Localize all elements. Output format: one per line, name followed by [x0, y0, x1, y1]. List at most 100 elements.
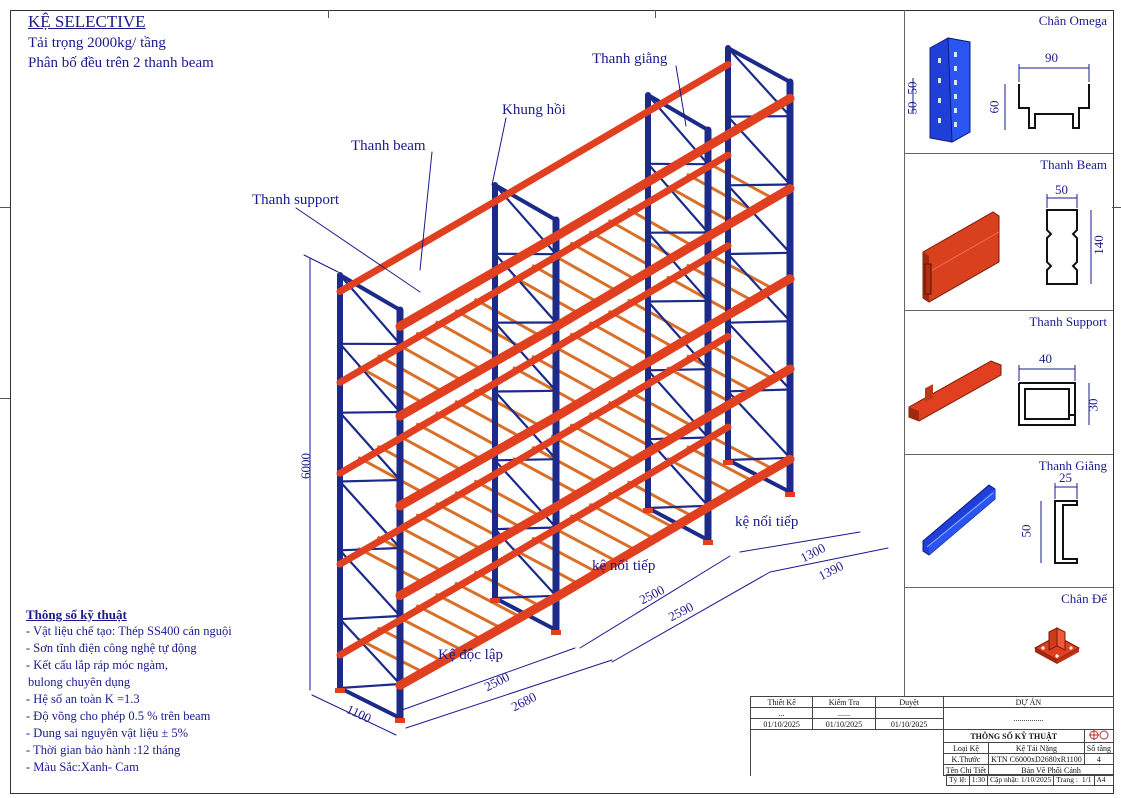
- tb-cap-nhat: Cập nhật: 1/10/2025: [988, 775, 1055, 785]
- panel-chan-de: Chân Đế: [905, 588, 1113, 696]
- support-bar: [512, 457, 577, 494]
- beam-front: [551, 232, 713, 332]
- callout-thanh-beam: Thanh beam: [351, 138, 426, 154]
- tb-ty-le-value: 1:30: [970, 775, 989, 785]
- giang-height: 50: [1018, 524, 1034, 538]
- support-bar: [589, 230, 653, 268]
- base-plate: [395, 718, 405, 723]
- support-bar: [686, 354, 751, 391]
- tb-kthuoc-value: KTN C6000xD2680xR1100: [988, 753, 1085, 765]
- tb-duyet-value: [874, 707, 944, 719]
- callout-thanh-giang: Thanh giằng: [592, 51, 668, 67]
- frame-diagonal-brace: [646, 504, 710, 510]
- rack-isometric-drawing: [295, 45, 889, 736]
- tb-thiet-ke: Thiết Kế: [749, 696, 814, 708]
- beam-top-back: [491, 108, 652, 206]
- frame-horizontal: [338, 686, 402, 720]
- support-bar: [608, 401, 672, 437]
- support-width: 40: [1039, 351, 1052, 366]
- beam-back: [644, 242, 732, 297]
- support-bar: [608, 219, 672, 257]
- label-ke-noi-tiep: kệ nối tiếp: [592, 558, 656, 574]
- tb-ten-chi-tiet-label: Tên Chi Tiết: [942, 764, 990, 776]
- tb-du-an: DỰ ÁN: [942, 696, 1115, 708]
- frame-horizontal: [726, 46, 792, 84]
- support-bar: [531, 355, 596, 392]
- support-bar: [550, 434, 615, 471]
- beam-front: [703, 274, 795, 332]
- support-bar: [666, 366, 730, 403]
- support-bar: [474, 570, 538, 606]
- omega-width: 90: [1045, 50, 1058, 65]
- tb-blank: [750, 729, 944, 776]
- beam-front: [551, 322, 713, 422]
- support-bar: [454, 309, 519, 347]
- support-bar: [377, 626, 441, 661]
- frame-diagonal-brace: [338, 682, 402, 690]
- panel-label-chan-de: Chân Đế: [1061, 591, 1107, 606]
- beam-top-front: [551, 141, 713, 241]
- beam-back: [336, 470, 499, 568]
- support-bar: [570, 332, 634, 370]
- omega-dim-a: 50: [904, 101, 920, 115]
- beam-top-back: [644, 60, 732, 116]
- tb-kthuoc-label: K.Thước: [942, 753, 990, 765]
- beam-back: [336, 379, 499, 477]
- support-bar: [589, 503, 653, 539]
- frame-diagonal-brace: [646, 231, 710, 302]
- frame-diagonal-brace: [726, 183, 792, 187]
- support-bar: [589, 321, 653, 359]
- beam-top-front: [703, 93, 795, 151]
- leader-line-khung: [491, 117, 507, 186]
- panel-divider: [904, 10, 905, 696]
- tb-kiem-tra: Kiểm Tra: [812, 696, 876, 708]
- panel-label-omega: Chân Omega: [1038, 13, 1107, 28]
- support-bar: [531, 264, 596, 302]
- drawing-sheet-border: [10, 10, 1114, 794]
- base-plate-drawing: [1033, 627, 1081, 664]
- support-bar: [706, 252, 771, 289]
- base-plate: [490, 598, 500, 603]
- beam-top-front: [395, 231, 561, 331]
- dimension-line-bay1: [405, 659, 613, 729]
- support-bar: [454, 400, 519, 437]
- support-bar: [396, 524, 460, 560]
- frame-diagonal-brace: [493, 594, 558, 600]
- support-bar: [550, 525, 615, 561]
- frame-diagonal-brace: [726, 320, 792, 324]
- spec-item: - Thời gian bảo hành :12 tháng: [26, 743, 181, 757]
- frame-horizontal: [338, 273, 402, 312]
- support-bar: [377, 445, 441, 482]
- beam-front: [395, 412, 561, 511]
- support-bar: [396, 615, 460, 650]
- leader-line-giang: [675, 65, 687, 127]
- dim-height: 6000: [298, 453, 313, 479]
- support-bar: [396, 343, 460, 381]
- support-bar: [377, 354, 441, 392]
- frame-diagonal-brace: [338, 614, 402, 621]
- support-bar: [550, 343, 615, 381]
- sheet-tick: [0, 398, 10, 399]
- frame-diagonal-brace: [338, 342, 402, 414]
- support-bar: [416, 513, 480, 549]
- tb-date: 01/10/2025: [749, 718, 814, 730]
- tb-date: 01/10/2025: [874, 718, 944, 730]
- sheet-tick: [0, 207, 10, 208]
- frame-diagonal-brace: [338, 618, 402, 686]
- support-bar: [686, 445, 751, 481]
- support-bar: [608, 310, 672, 347]
- support-bar: [416, 422, 480, 459]
- tb-du-an-value: ...............: [942, 707, 1115, 730]
- tb-thiet-ke-value: ...: [749, 707, 814, 719]
- support-bar: [357, 547, 421, 583]
- panel-thanh-support: Thanh Support 40 30: [905, 311, 1113, 455]
- beam-front: [551, 502, 713, 602]
- sheet-tick: [328, 10, 329, 18]
- frame-diagonal-brace: [493, 321, 558, 392]
- beam-back: [644, 423, 732, 479]
- base-plate: [703, 540, 713, 545]
- tb-trang-value: 1/1: [1080, 775, 1095, 785]
- support-bar: [357, 638, 421, 672]
- beam-front: [395, 502, 561, 601]
- dimension-extension: [303, 254, 339, 273]
